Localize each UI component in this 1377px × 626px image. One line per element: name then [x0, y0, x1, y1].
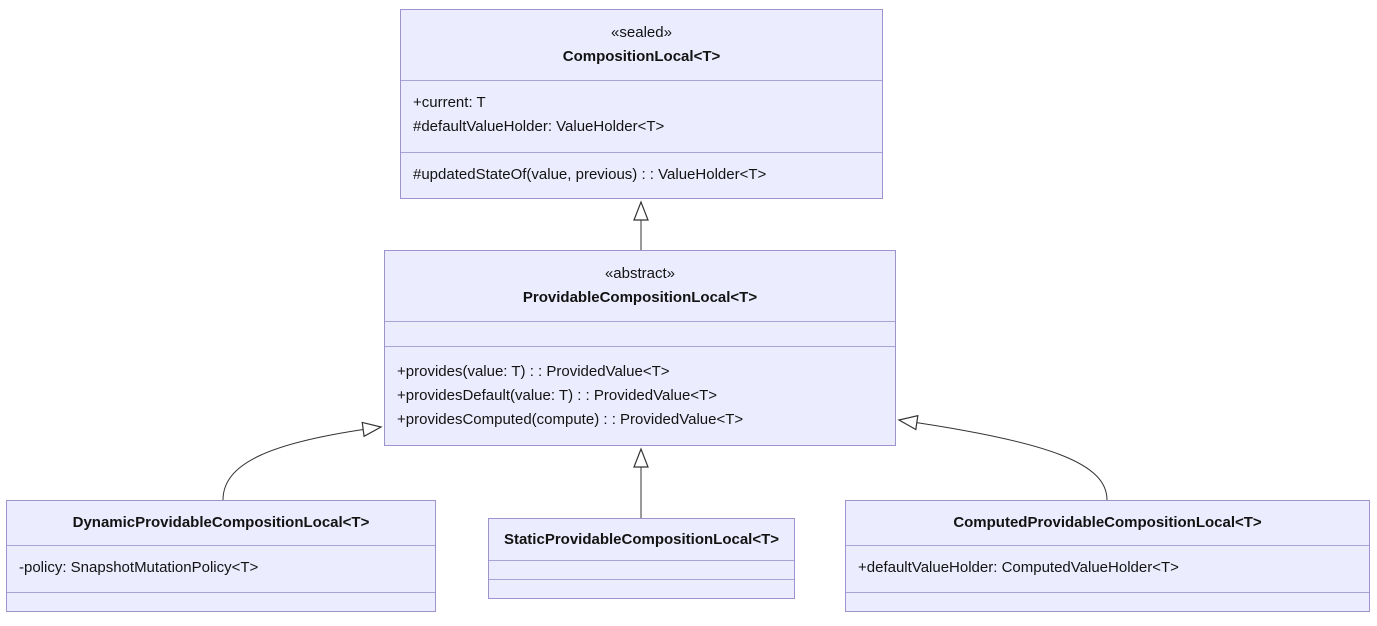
class-title-section: DynamicProvidableCompositionLocal<T>	[7, 501, 435, 545]
class-title-section: StaticProvidableCompositionLocal<T>	[489, 519, 794, 560]
class-title-section: ComputedProvidableCompositionLocal<T>	[846, 501, 1369, 545]
class-attributes-section: +defaultValueHolder: ComputedValueHolder…	[846, 545, 1369, 592]
class-method: +providesComputed(compute) : : ProvidedV…	[397, 411, 744, 428]
class-attributes-section: -policy: SnapshotMutationPolicy<T>	[7, 545, 435, 592]
class-method: +provides(value: T) : : ProvidedValue<T>	[397, 363, 670, 380]
class-attributes-section-empty	[489, 560, 794, 579]
class-methods-section-empty	[489, 579, 794, 598]
class-name: ComputedProvidableCompositionLocal<T>	[953, 514, 1262, 531]
arrow-computed-extends-providable	[897, 414, 1108, 501]
class-methods-section-empty	[846, 592, 1369, 611]
class-methods-section: +provides(value: T) : : ProvidedValue<T>…	[385, 346, 895, 445]
class-name: DynamicProvidableCompositionLocal<T>	[72, 514, 370, 531]
class-box-computed-providable: ComputedProvidableCompositionLocal<T> +d…	[845, 500, 1370, 612]
class-name: CompositionLocal<T>	[562, 48, 721, 65]
class-box-static-providable: StaticProvidableCompositionLocal<T>	[488, 518, 795, 599]
class-title-section: «sealed» CompositionLocal<T>	[401, 10, 882, 80]
class-methods-section: #updatedStateOf(value, previous) : : Val…	[401, 152, 882, 198]
class-stereotype: «abstract»	[604, 265, 676, 282]
class-attribute: #defaultValueHolder: ValueHolder<T>	[413, 118, 665, 135]
class-name: StaticProvidableCompositionLocal<T>	[503, 530, 780, 548]
class-stereotype: «sealed»	[611, 24, 672, 41]
class-method: #updatedStateOf(value, previous) : : Val…	[413, 166, 767, 183]
class-box-composition-local: «sealed» CompositionLocal<T> +current: T…	[400, 9, 883, 199]
class-title-section: «abstract» ProvidableCompositionLocal<T>	[385, 251, 895, 321]
class-method: +providesDefault(value: T) : : ProvidedV…	[397, 387, 718, 404]
class-attributes-section-empty	[385, 321, 895, 346]
class-box-dynamic-providable: DynamicProvidableCompositionLocal<T> -po…	[6, 500, 436, 612]
class-box-providable-composition-local: «abstract» ProvidableCompositionLocal<T>…	[384, 250, 896, 446]
class-attribute: +defaultValueHolder: ComputedValueHolder…	[858, 559, 1179, 576]
class-attribute: -policy: SnapshotMutationPolicy<T>	[19, 559, 259, 576]
class-name: ProvidableCompositionLocal<T>	[522, 289, 758, 306]
class-attributes-section: +current: T #defaultValueHolder: ValueHo…	[401, 80, 882, 152]
arrow-dynamic-extends-providable	[222, 421, 383, 501]
class-attribute: +current: T	[413, 94, 486, 111]
class-methods-section-empty	[7, 592, 435, 611]
